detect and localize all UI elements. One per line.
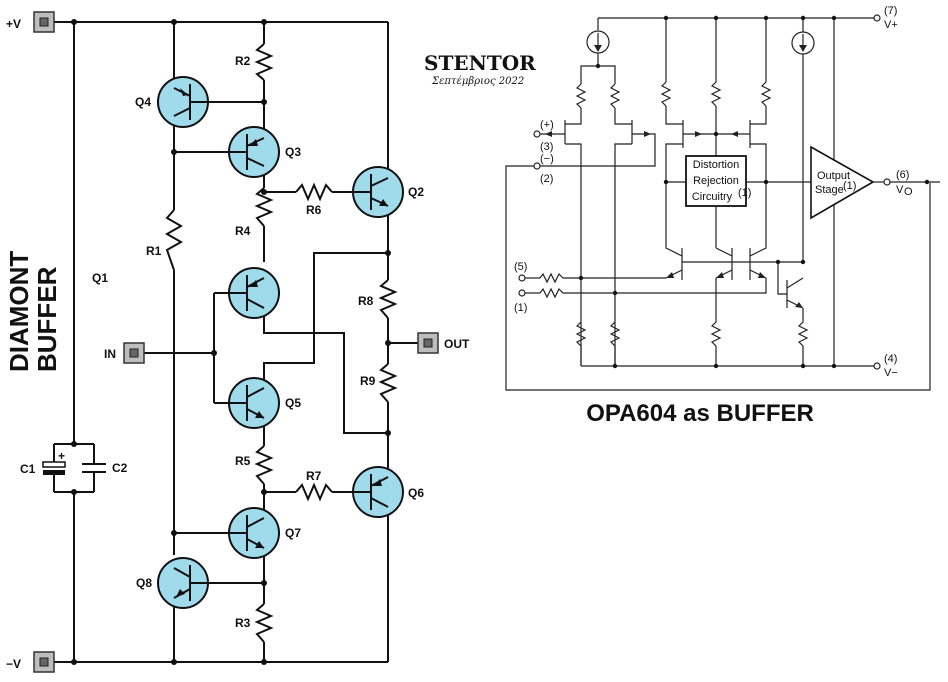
resistor-r8 (378, 279, 398, 319)
label-q2: Q2 (408, 185, 424, 199)
output-stage-block (810, 145, 875, 220)
resistor-r3 (254, 603, 274, 643)
transistor-q5 (228, 377, 280, 429)
label-q3: Q3 (285, 145, 301, 159)
brand-subtitle: Σεπτέμβριος 2022 (431, 76, 524, 87)
wire (263, 316, 388, 434)
label-q1: Q1 (92, 271, 108, 285)
resistor-r9 (378, 363, 398, 403)
pin4-number: (4) (884, 353, 897, 365)
diamond-buffer-circuit: + (4, 11, 470, 673)
label-q4: Q4 (135, 95, 151, 109)
pin7-name: V+ (884, 19, 898, 31)
brand-name: STENTOR (424, 51, 536, 75)
label-r6: R6 (306, 203, 322, 217)
resistor-r2 (254, 43, 274, 81)
terminal-vminus[interactable] (33, 651, 55, 673)
distortion-label-2: Rejection (693, 175, 739, 187)
pin1-number: (1) (514, 302, 527, 314)
distortion-note: (1) (738, 187, 751, 199)
terminal-output[interactable] (417, 332, 439, 354)
capacitor-c1-plate-positive (42, 461, 66, 468)
pin2-sign: (−) (540, 153, 554, 165)
label-r4: R4 (235, 224, 251, 238)
input-label: IN (104, 347, 116, 361)
title-line2: BUFFER (32, 266, 62, 372)
label-c1: C1 (20, 462, 36, 476)
terminal-vplus[interactable] (33, 11, 55, 33)
pin6-subscript: O (904, 186, 913, 198)
label-r3: R3 (235, 616, 251, 630)
transistor-q2 (352, 166, 404, 218)
title-line1: DIAMONT (4, 251, 34, 372)
resistor-r7 (295, 482, 333, 502)
distortion-label-1: Distortion (693, 159, 739, 171)
transistor-q7 (228, 507, 280, 559)
label-r9: R9 (360, 374, 376, 388)
pin6-name: V (896, 184, 904, 196)
terminal-input[interactable] (123, 342, 145, 364)
label-r8: R8 (358, 294, 374, 308)
pin3-sign: (+) (540, 119, 554, 131)
vplus-label: +V (6, 17, 21, 31)
output-stage-label-1: Output (817, 170, 850, 182)
transistor-q3 (228, 126, 280, 178)
resistor-r4 (254, 187, 274, 227)
opa604-title: OPA604 as BUFFER (586, 400, 814, 427)
pin3-number: (3) (540, 141, 553, 153)
resistor-r6 (295, 182, 333, 202)
output-stage-note: (1) (843, 180, 856, 192)
label-q6: Q6 (408, 486, 424, 500)
pin4-name: V− (884, 367, 898, 379)
label-q7: Q7 (285, 526, 301, 540)
transistor-q6 (352, 466, 404, 518)
diamond-buffer-title: DIAMONT BUFFER (4, 251, 62, 372)
output-stage-label-2: Stage (815, 184, 844, 196)
pin5-number: (5) (514, 261, 527, 273)
wire (263, 252, 388, 386)
transistor-q1 (228, 267, 280, 319)
capacitor-c1-plate-negative (43, 470, 65, 475)
junction-dots (71, 19, 391, 665)
transistor-q4 (157, 76, 209, 128)
pin2-number: (2) (540, 173, 553, 185)
pin7-number: (7) (884, 5, 897, 17)
label-q5: Q5 (285, 396, 301, 410)
label-r7: R7 (306, 469, 322, 483)
c1-polarity-label: + (58, 449, 65, 463)
resistor-r1 (164, 209, 184, 271)
output-label: OUT (444, 337, 470, 351)
opa604-circuit: Distortion Rejection Circuitry (1) (505, 5, 940, 427)
label-r5: R5 (235, 454, 251, 468)
pin6-number: (6) (896, 169, 909, 181)
label-c2: C2 (112, 461, 128, 475)
label-q8: Q8 (136, 576, 152, 590)
label-r1: R1 (146, 244, 162, 258)
label-r2: R2 (235, 54, 251, 68)
transistor-q8 (157, 557, 209, 609)
distortion-label-3: Circuitry (692, 191, 733, 203)
resistor-r5 (254, 445, 274, 485)
vminus-label: −V (6, 657, 21, 671)
